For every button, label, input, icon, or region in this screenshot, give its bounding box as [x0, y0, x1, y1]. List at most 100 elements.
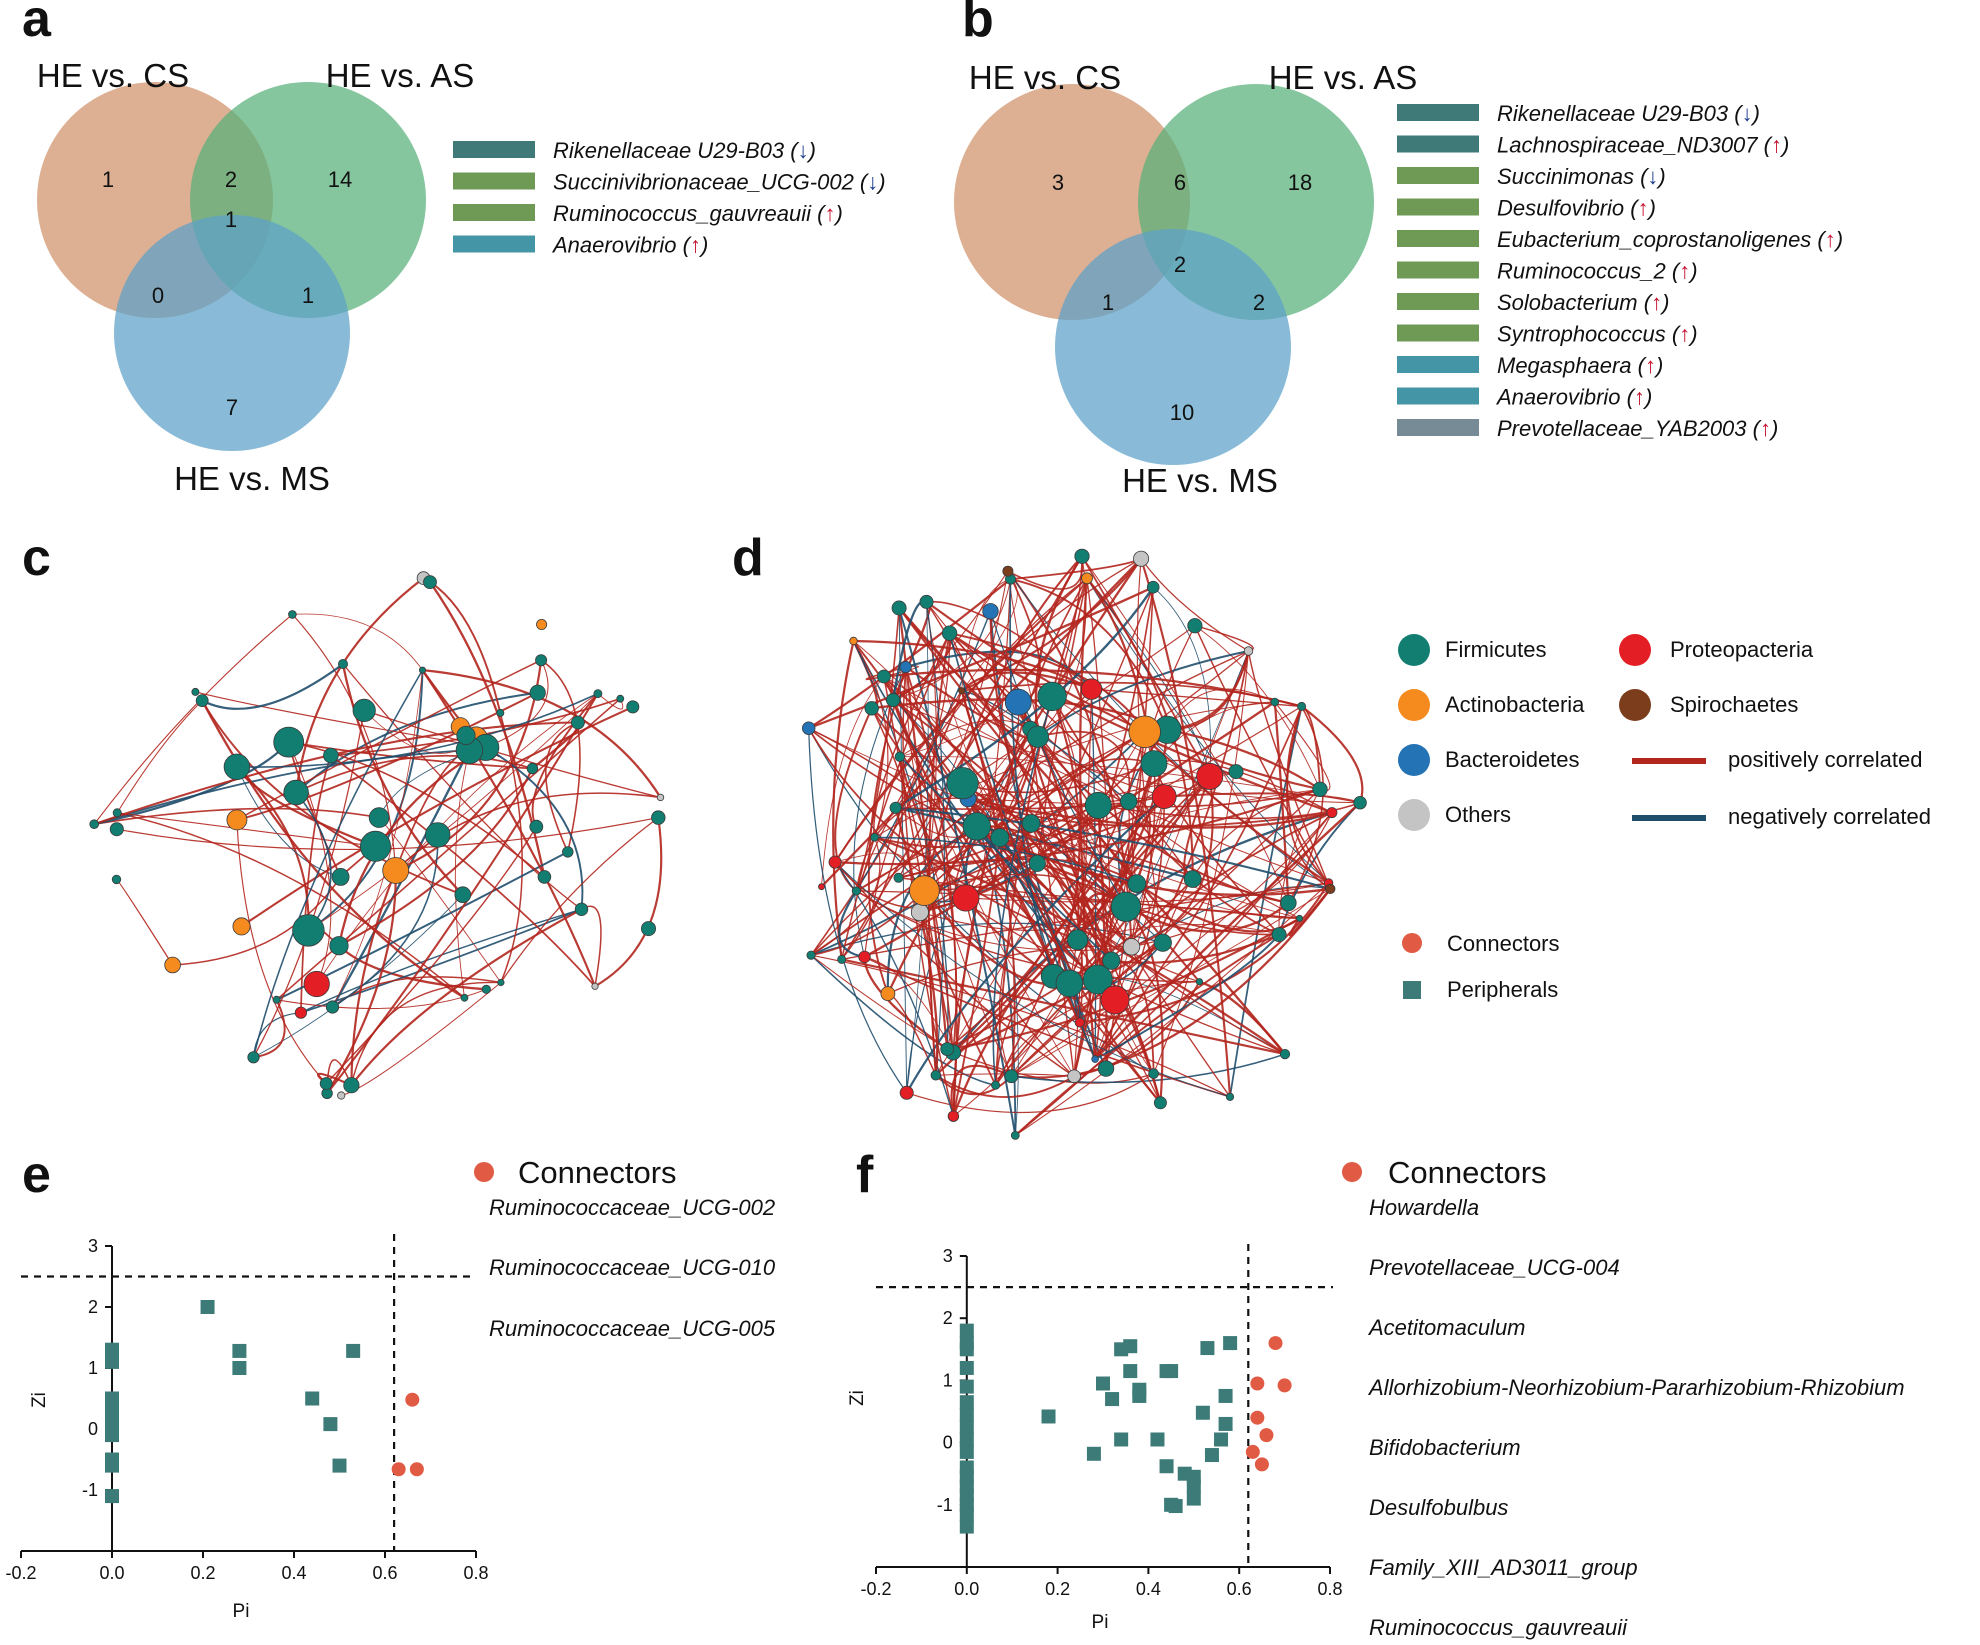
network-c-node [323, 747, 339, 764]
network-d-edge [894, 807, 939, 1076]
network-c-edge [454, 750, 470, 998]
network-d-node [802, 721, 816, 735]
network-d-node [1080, 678, 1103, 700]
network-d-edge [1300, 705, 1364, 804]
network-c-edge [500, 817, 659, 983]
network-c-edge [326, 693, 599, 1094]
network-d-node [1243, 646, 1254, 656]
taxa-legend-a: Rikenellaceae U29-B03 (↓)Succinivibriona… [453, 138, 886, 258]
venn-b-title-ms: HE vs. MS [1122, 462, 1278, 499]
scatter-f-y-tick-label: 2 [943, 1308, 953, 1328]
network-d-node [899, 660, 912, 674]
network-c-node [571, 715, 585, 730]
venn-a-count-cs-ms: 0 [152, 283, 164, 308]
arrow-up-icon: ↑ [1771, 133, 1782, 158]
network-c-node [89, 819, 99, 829]
network-d-edge [810, 890, 925, 956]
panel-label-d: d [732, 529, 764, 587]
network-d-node [1122, 938, 1141, 956]
network-d-edge [906, 601, 929, 1093]
network-d-edge [1094, 933, 1280, 1060]
network-c-edge [295, 754, 533, 794]
network-c-node [325, 1000, 340, 1014]
network-c-node [272, 995, 281, 1004]
network-c-edge [201, 700, 466, 999]
scatter-e-peripheral-point [105, 1428, 119, 1443]
network-d-edge [808, 728, 908, 1094]
network-c-node [319, 1077, 333, 1090]
network-d-node [806, 950, 816, 960]
panel-label-f: f [856, 1146, 874, 1204]
network-d-node [818, 883, 825, 891]
scatter-f-peripheral-point [1168, 1499, 1183, 1514]
network-c-edge [325, 826, 537, 1084]
scatter-f-peripheral-point [1123, 1364, 1138, 1379]
scatter-f-peripheral-point [1086, 1446, 1101, 1461]
network-d-node [1195, 978, 1204, 986]
network-c-node [529, 684, 546, 701]
network-c-edge [252, 1012, 301, 1058]
network-c-edge [94, 807, 380, 826]
venn-a-title-as: HE vs. AS [326, 57, 475, 94]
taxa-b-bar-6 [1397, 261, 1479, 279]
scatter-f-peripheral-point [959, 1379, 974, 1394]
network-d-edge [1010, 942, 1164, 1077]
venn-b-title-cs: HE vs. CS [969, 59, 1121, 96]
network-d-node [1228, 764, 1244, 780]
network-d-edge [925, 601, 946, 1076]
network-d-edge [1011, 812, 1333, 1077]
network-c-edge [252, 669, 424, 1058]
scatter-f-x-label: Pi [1092, 1612, 1109, 1633]
network-d-node [930, 1070, 942, 1081]
network-d-node [1151, 784, 1177, 809]
network-c-node [454, 886, 472, 903]
network-d-node [909, 875, 940, 906]
network-d-edge [1009, 579, 1055, 977]
network-d-edge [935, 1074, 1075, 1098]
network-d-edge [1194, 625, 1321, 790]
network-c-node [535, 654, 548, 667]
network-d-node [1196, 762, 1224, 790]
arrow-up-icon: ↑ [1825, 227, 1836, 252]
scatter-f-peripheral-point [959, 1519, 974, 1534]
scatter-e-connectors-title: Connectors [518, 1155, 677, 1190]
taxa-legend-b: Rikenellaceae U29-B03 (↓)Lachnospiraceae… [1397, 101, 1843, 441]
venn-b-count-ms-only: 10 [1170, 400, 1194, 425]
scatter-e-y-label: Zi [29, 1392, 50, 1408]
network-d-node [1325, 883, 1336, 895]
network-d-edge [995, 981, 1200, 1086]
network-d-edge [863, 690, 963, 957]
network-c-edge [236, 659, 542, 821]
network-c-edge [300, 755, 332, 1013]
arrow-up-icon: ↑ [1634, 385, 1645, 410]
scatter-e-y-tick-label: 1 [88, 1358, 98, 1378]
network-d-edge [808, 578, 1012, 730]
network-d-edge [1037, 650, 1249, 738]
network-c-edge [422, 668, 662, 799]
venn-a-count-as-only: 14 [328, 167, 352, 192]
scatter-f-x-tick-label: 0.2 [1045, 1579, 1070, 1599]
scatter-f-peripheral-point [1114, 1432, 1129, 1447]
scatter-e-x-tick-label: 0.8 [463, 1563, 488, 1583]
network-c-node [651, 810, 666, 825]
network-d-node [1110, 891, 1142, 922]
network-d-edge [898, 756, 1054, 978]
taxa-b-bar-11 [1397, 419, 1479, 436]
network-c-node [423, 575, 437, 589]
network-d-edge [874, 836, 1138, 885]
taxa-b-bar-1 [1397, 104, 1479, 121]
taxa-a-bar-4 [453, 235, 535, 253]
network-d-node [919, 594, 934, 609]
network-d-edge [1162, 788, 1321, 943]
scatter-f-connector-point [1259, 1428, 1274, 1443]
network-d-edge [919, 804, 1100, 914]
network-c-node [537, 870, 552, 884]
network-d-edge [919, 906, 1127, 931]
network-d-edge [1131, 776, 1214, 948]
network-d-edge [923, 555, 1083, 891]
network-d-edge [1199, 980, 1286, 1055]
network-c-node [283, 779, 309, 806]
scatter-e-connectors-marker [474, 1162, 494, 1182]
venn-b-count-as-only: 18 [1288, 170, 1312, 195]
taxa-a-name-2: Succinivibrionaceae_UCG-002 (↓) [553, 170, 886, 195]
